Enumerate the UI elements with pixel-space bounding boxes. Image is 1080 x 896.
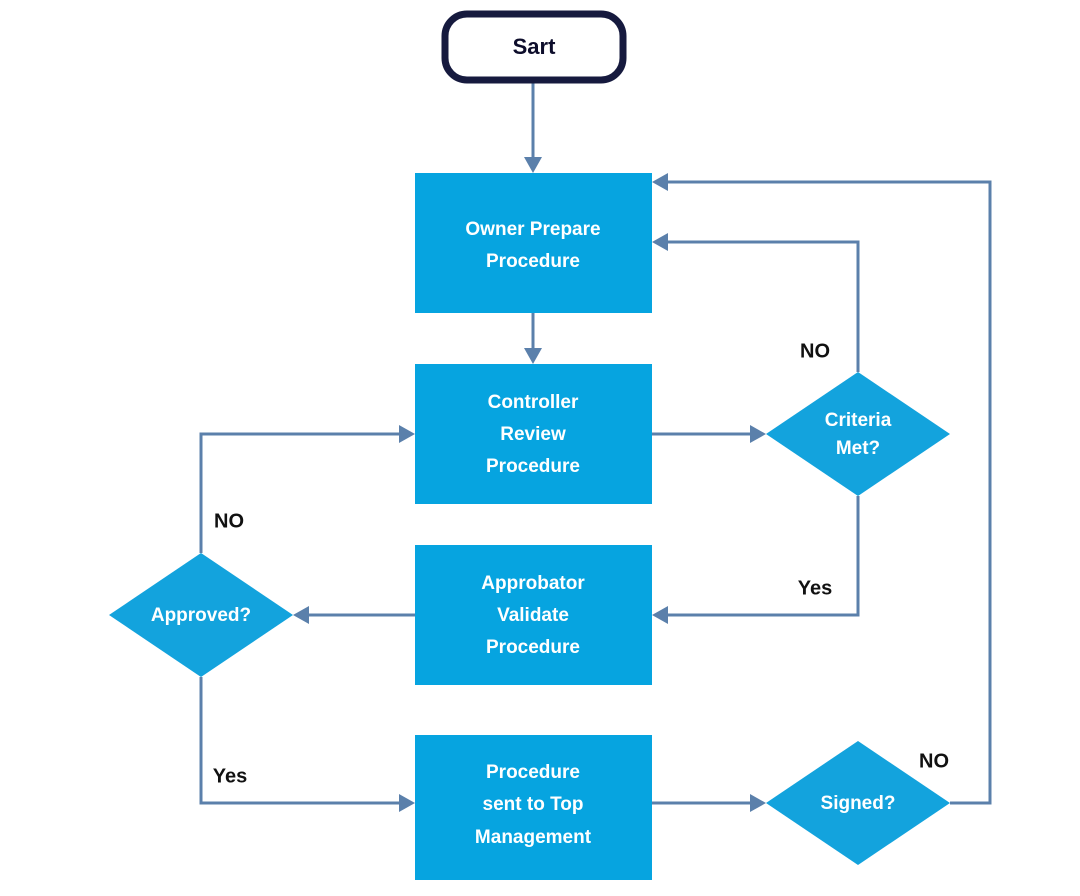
edge-label-signed-no: NO — [919, 750, 949, 772]
owner-prepare-shape — [415, 173, 652, 313]
edge-label-layer: NO Yes NO Yes NO — [213, 340, 949, 787]
owner-prepare-label-line-2: Procedure — [486, 251, 580, 272]
edge-approved-no-to-controller-review — [199, 425, 415, 553]
edge-procedure-sent-to-signed — [652, 794, 766, 812]
approbator-validate-label-line-1: Approbator — [481, 573, 585, 594]
procedure-sent-label-line-1: Procedure — [486, 762, 580, 783]
node-start[interactable]: Sart — [441, 10, 627, 84]
approbator-validate-label-line-2: Validate — [497, 605, 569, 626]
edge-approbator-validate-to-approved — [293, 606, 415, 624]
start-shape — [441, 10, 627, 84]
connector-layer — [199, 80, 992, 812]
controller-review-label-line-1: Controller — [488, 392, 579, 413]
edge-start-to-owner-prepare — [524, 80, 542, 173]
controller-review-label-line-3: Procedure — [486, 456, 580, 477]
edge-label-criteria-no: NO — [800, 340, 830, 362]
start-label: Sart — [513, 34, 556, 59]
node-criteria-met-decision[interactable]: Criteria Met? — [766, 372, 950, 496]
edge-approved-yes-to-procedure-sent — [199, 677, 415, 812]
edge-signed-no-to-owner-prepare — [652, 173, 992, 805]
approbator-validate-shape — [415, 545, 652, 685]
edge-label-approved-yes: Yes — [213, 765, 247, 787]
edge-criteria-met-no-to-owner-prepare — [652, 233, 860, 372]
node-approved-decision[interactable]: Approved? — [109, 553, 293, 677]
controller-review-label-line-2: Review — [500, 424, 566, 445]
procedure-sent-shape — [415, 735, 652, 880]
edge-owner-prepare-to-controller-review — [524, 313, 542, 364]
edge-label-criteria-yes: Yes — [798, 577, 832, 599]
approbator-validate-label-line-3: Procedure — [486, 637, 580, 658]
signed-label: Signed? — [821, 793, 896, 814]
signed-shape — [766, 741, 950, 865]
controller-review-shape — [415, 364, 652, 504]
node-approbator-validate-procedure[interactable]: Approbator Validate Procedure — [415, 545, 652, 685]
node-procedure-sent-to-top-management[interactable]: Procedure sent to Top Management — [415, 735, 652, 880]
node-signed-decision[interactable]: Signed? — [766, 741, 950, 865]
criteria-met-label-line-2: Met? — [836, 438, 880, 459]
node-owner-prepare-procedure[interactable]: Owner Prepare Procedure — [415, 173, 652, 313]
approved-label: Approved? — [151, 605, 251, 626]
approved-shape — [109, 553, 293, 677]
edge-criteria-met-yes-to-approbator-validate — [652, 496, 860, 624]
criteria-met-shape — [766, 372, 950, 496]
procedure-sent-label-line-2: sent to Top — [483, 794, 584, 815]
node-controller-review-procedure[interactable]: Controller Review Procedure — [415, 364, 652, 504]
procedure-sent-label-line-3: Management — [475, 827, 592, 848]
owner-prepare-label-line-1: Owner Prepare — [465, 219, 600, 240]
criteria-met-label-line-1: Criteria — [825, 410, 892, 431]
edge-label-approved-no: NO — [214, 510, 244, 532]
edge-controller-review-to-criteria-met — [652, 425, 766, 443]
